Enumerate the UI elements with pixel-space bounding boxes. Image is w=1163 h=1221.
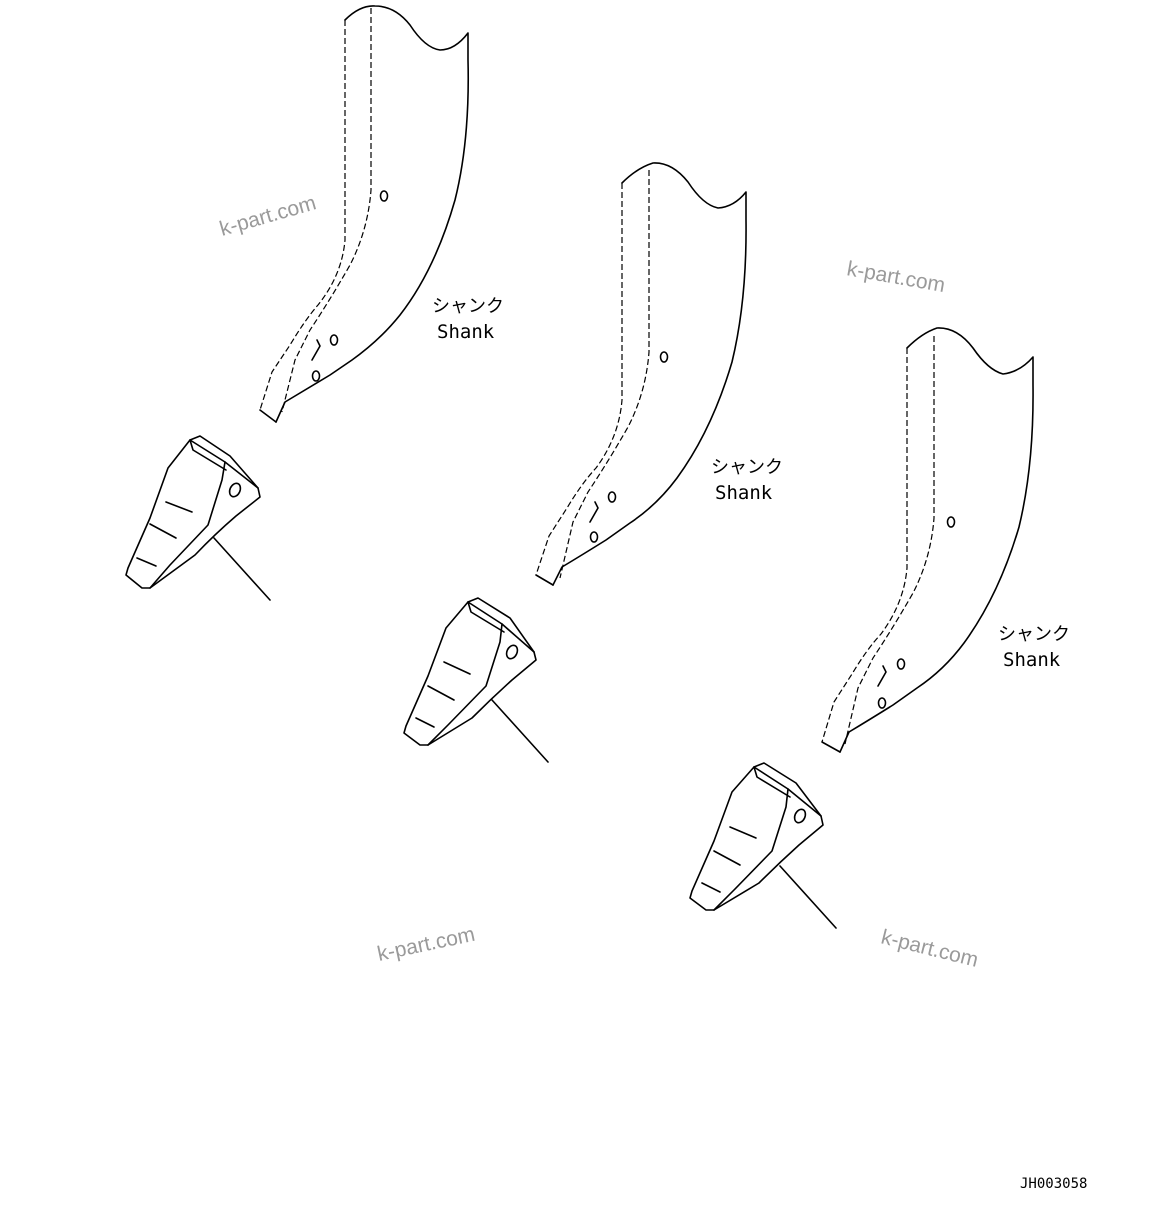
tip-2: [403, 597, 537, 746]
shank-3-pin-hole-upper: [946, 516, 956, 528]
shank-1-pin-hole-upper: [379, 190, 389, 202]
shank-2-pin-hole-upper: [659, 351, 669, 363]
watermark-3: k-part.com: [375, 923, 477, 966]
watermark-2: k-part.com: [845, 257, 947, 297]
watermark-1: k-part.com: [217, 191, 319, 240]
shank-3-label-en: Shank: [1003, 649, 1061, 671]
tip-3: [689, 762, 824, 911]
shank-1-label-en: Shank: [437, 321, 495, 343]
shank-2-pin-hole-lower: [589, 531, 599, 543]
shank-3: [821, 327, 1034, 753]
leader-line-3: [779, 865, 837, 929]
shank-3-pin-hole-mid: [896, 658, 906, 670]
leader-line-2: [491, 699, 549, 763]
tip-1: [125, 435, 261, 589]
shank-3-pin-hole-lower: [877, 697, 887, 709]
shank-2-label-jp: シャンク: [711, 457, 783, 478]
shank-1-pin-hole-lower: [311, 370, 321, 382]
shank-assembly-2: シャンク Shank: [403, 162, 783, 763]
drawing-code: JH003058: [1020, 1176, 1087, 1192]
watermark-4: k-part.com: [879, 926, 981, 972]
tip-3-pin-hole: [793, 808, 807, 824]
shank-1: [259, 5, 470, 423]
shank-2-label-en: Shank: [715, 482, 773, 504]
shank-2: [535, 162, 747, 586]
shank-assembly-3: シャンク Shank: [689, 327, 1070, 929]
shank-assembly-1: シャンク Shank: [125, 5, 504, 601]
tip-1-pin-hole: [228, 482, 242, 498]
shank-1-pin-hole-mid: [329, 334, 339, 346]
shank-3-label-jp: シャンク: [998, 624, 1070, 645]
shank-1-label-jp: シャンク: [432, 296, 504, 317]
leader-line-1: [213, 537, 271, 601]
shank-2-pin-hole-mid: [607, 491, 617, 503]
tip-2-pin-hole: [505, 644, 519, 660]
